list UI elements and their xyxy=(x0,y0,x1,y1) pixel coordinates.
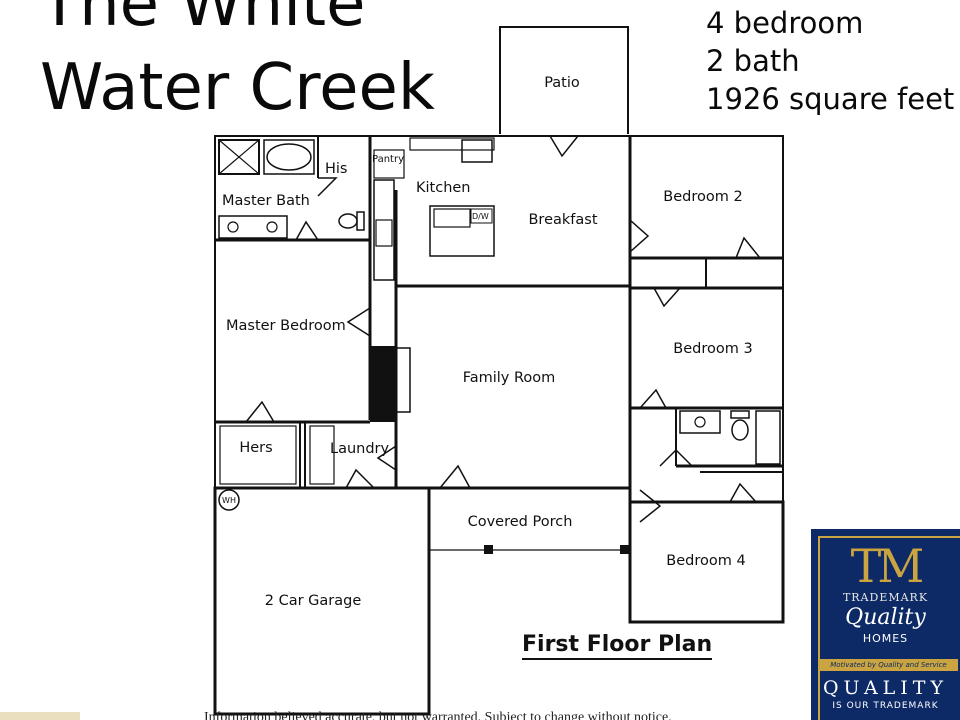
kitchen-counter xyxy=(373,179,395,281)
label-master-bedroom: Master Bedroom xyxy=(226,318,346,334)
plan-title-line2: Water Creek xyxy=(40,51,435,125)
mls-logo-fragment xyxy=(0,712,80,720)
kitchen-island xyxy=(429,205,495,257)
label-water-heater: WH xyxy=(222,496,236,505)
dishwasher xyxy=(470,208,493,224)
label-his: His xyxy=(325,161,348,177)
label-kitchen: Kitchen xyxy=(416,180,471,196)
door-bed2-closet xyxy=(735,236,761,259)
logo-motto: Motivated by Quality and Service xyxy=(819,659,958,671)
trademark-quality-homes-logo: TM TRADEMARK Quality HOMES Motivated by … xyxy=(811,529,960,720)
label-patio: Patio xyxy=(544,75,580,91)
upper-counter xyxy=(409,137,495,151)
door-hall-closet xyxy=(639,489,662,523)
door-patio xyxy=(549,135,579,158)
bath2-tub xyxy=(755,410,781,465)
square-footage: 1926 square feet xyxy=(706,82,955,116)
door-hall-bath xyxy=(639,388,667,409)
home-specs: 4 bedroom 2 bath 1926 square feet xyxy=(706,4,954,118)
logo-brand-script: Quality xyxy=(845,605,926,630)
door-front xyxy=(439,464,471,489)
bath2-sink xyxy=(694,416,706,428)
master-vanity xyxy=(218,215,288,239)
refrigerator xyxy=(461,139,493,163)
fireplace-hearth xyxy=(395,347,411,413)
island-sink xyxy=(433,208,471,228)
label-pantry: Pantry xyxy=(372,154,404,165)
logo-monogram: TM xyxy=(850,539,925,593)
logo-frame xyxy=(818,536,960,720)
bath2-vanity xyxy=(679,410,721,434)
label-laundry: Laundry xyxy=(330,441,390,457)
door-bedroom2 xyxy=(629,219,650,253)
door-bedroom4 xyxy=(729,482,757,503)
door-his xyxy=(317,177,338,197)
vanity-sink-left xyxy=(227,221,239,233)
vanity-sink-right xyxy=(266,221,278,233)
label-covered-porch: Covered Porch xyxy=(468,514,573,530)
door-masterbed-closet xyxy=(245,400,275,423)
label-bedroom2: Bedroom 2 xyxy=(663,189,742,205)
bathtub-basin xyxy=(266,143,312,171)
patio-outline xyxy=(499,26,629,134)
logo-brand-homes: HOMES xyxy=(862,632,909,645)
pantry-shelf xyxy=(373,149,405,179)
master-toilet-tank xyxy=(356,211,365,231)
label-bedroom3: Bedroom 3 xyxy=(673,341,752,357)
bathtub xyxy=(263,139,315,175)
bedroom-count: 4 bedroom xyxy=(706,6,864,40)
label-master-bath: Master Bath xyxy=(222,193,310,209)
fireplace xyxy=(370,346,396,422)
hers-closet-shelf xyxy=(219,425,297,485)
porch-column-right xyxy=(620,545,629,554)
logo-brand-top: TRADEMARK xyxy=(842,591,929,604)
porch-column-left xyxy=(484,545,493,554)
label-hers: Hers xyxy=(239,440,272,456)
door-masterbed xyxy=(346,307,371,337)
door-garage xyxy=(345,468,375,489)
label-family-room: Family Room xyxy=(463,370,556,386)
door-masterbath xyxy=(295,220,319,241)
logo-quality-caps: QUALITY xyxy=(822,677,949,699)
first-floor-plan-heading: First Floor Plan xyxy=(522,632,713,660)
label-dishwasher: D/W xyxy=(472,212,489,221)
laundry-shelf xyxy=(309,425,335,485)
door-laundry xyxy=(376,445,397,471)
shower-x2 xyxy=(218,139,260,175)
logo-tagline: IS OUR TRADEMARK xyxy=(832,701,939,711)
house-outline-upper xyxy=(214,135,784,502)
label-bedroom4: Bedroom 4 xyxy=(666,553,745,569)
door-bedroom3 xyxy=(653,287,681,308)
door-bath2 xyxy=(659,448,693,467)
master-toilet xyxy=(338,213,358,229)
shower xyxy=(218,139,260,175)
bedroom4-outline xyxy=(628,500,785,624)
bath2-toilet xyxy=(731,419,749,441)
label-garage: 2 Car Garage xyxy=(265,593,362,609)
bath-count: 2 bath xyxy=(706,44,800,78)
water-heater xyxy=(218,489,240,511)
disclaimer-text: Information believed accurate, but not w… xyxy=(204,710,672,720)
plan-title-line1: The White xyxy=(40,0,366,41)
label-breakfast: Breakfast xyxy=(528,212,597,228)
bath2-toilet-tank xyxy=(730,410,750,419)
range xyxy=(375,219,393,247)
